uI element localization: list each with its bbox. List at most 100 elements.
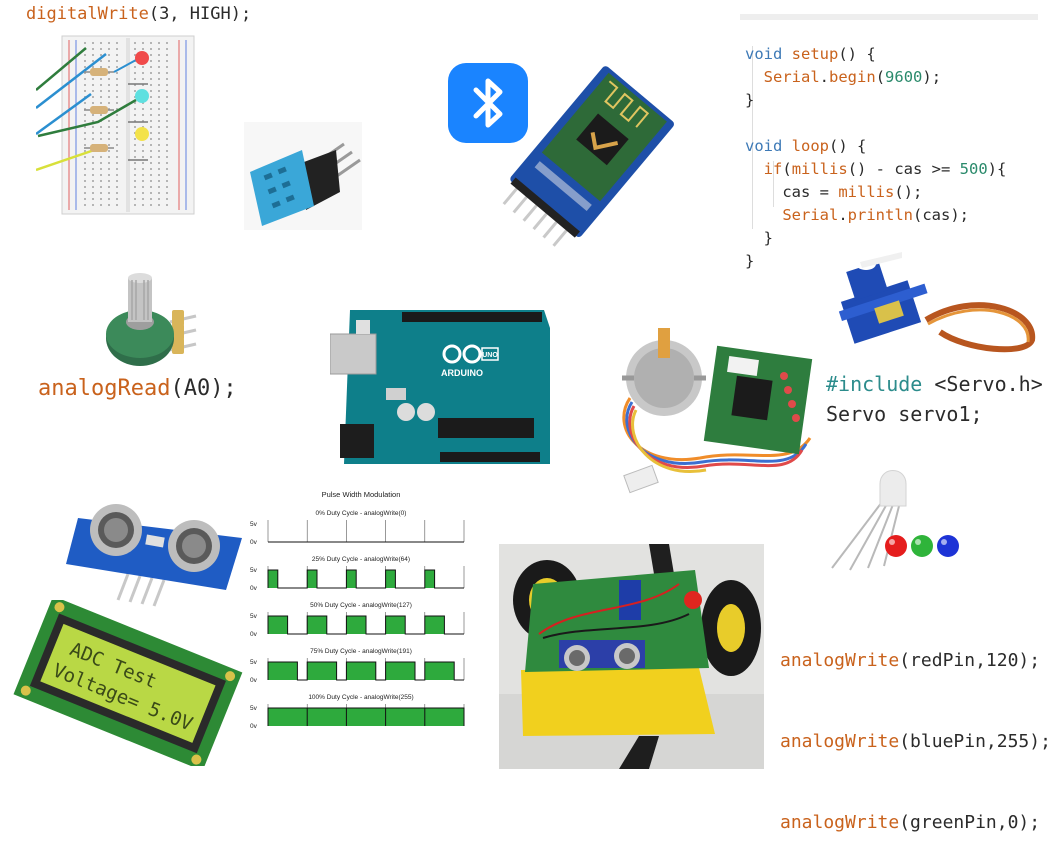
pwm-low-label: 0v	[250, 539, 258, 546]
code-function: millis	[838, 183, 895, 201]
pwm-pulse	[307, 616, 327, 634]
snippet-args: (A0);	[170, 376, 237, 401]
pwm-pulse	[268, 708, 308, 726]
snippet-function: analogWrite	[780, 812, 900, 833]
potentiometer-image	[106, 273, 197, 366]
code-object: Serial	[782, 206, 839, 224]
pwm-pulse	[385, 616, 406, 634]
include-arg: <Servo.h>	[922, 372, 1043, 396]
code-scrollbar	[740, 14, 1038, 20]
analog-write-line: analogWrite(bluePin,255);	[780, 728, 1051, 755]
pwm-waveform	[267, 707, 465, 726]
code-indent	[745, 206, 782, 224]
code-function: begin	[829, 68, 876, 86]
snippet-args: (greenPin,0);	[899, 812, 1041, 833]
code-text: .	[819, 68, 830, 86]
breadboard-image	[36, 35, 195, 215]
pwm-high-label: 5v	[250, 705, 258, 712]
pwm-pulse	[346, 570, 357, 588]
pwm-pulse	[424, 708, 464, 726]
pwm-pulse	[346, 662, 376, 680]
servo-motor-image	[838, 252, 1036, 353]
pwm-low-label: 0v	[250, 631, 258, 638]
pwm-row-label: 50% Duty Cycle - analogWrite(127)	[310, 602, 412, 609]
pwm-pulse	[385, 708, 425, 726]
dht11-sensor-image	[244, 122, 362, 230]
analog-read-snippet: analogRead(A0);	[38, 376, 237, 401]
code-line: if(millis() - cas >= 500){	[745, 158, 1007, 181]
snippet-function: analogRead	[38, 376, 171, 401]
analog-write-snippet: analogWrite(redPin,120); analogWrite(blu…	[780, 593, 1051, 863]
code-line: Serial.println(cas);	[745, 204, 1006, 227]
code-text: ){	[987, 160, 1007, 178]
pwm-pulse	[268, 616, 288, 634]
code-line: ​	[745, 112, 1006, 135]
board-brand-label: ARDUINO	[441, 368, 483, 378]
code-indent	[745, 229, 764, 247]
snippet-function: digitalWrite	[26, 4, 149, 24]
code-indent	[745, 160, 764, 178]
code-line: }	[745, 91, 755, 109]
code-text: (	[875, 68, 886, 86]
pwm-pulse	[346, 708, 386, 726]
lcd-display-image: ADC Test Voltage= 5.0V	[13, 600, 243, 766]
code-text: ();	[894, 183, 923, 201]
snippet-function: analogWrite	[780, 731, 900, 752]
pwm-pulse	[385, 662, 415, 680]
indent-guide	[773, 161, 774, 207]
pwm-row-label: 100% Duty Cycle - analogWrite(255)	[308, 694, 413, 701]
hc05-module-image	[502, 66, 674, 247]
pwm-row-label: 0% Duty Cycle - analogWrite(0)	[316, 510, 407, 517]
code-block: void setup() { Serial.begin(9600);}​void…	[745, 20, 1006, 296]
snippet-function: analogWrite	[780, 650, 900, 671]
code-keyword: void	[745, 137, 792, 155]
code-line: void loop() {	[745, 135, 1006, 158]
pwm-low-label: 0v	[250, 677, 258, 684]
code-function: millis	[791, 160, 848, 178]
servo-declaration: Servo servo1;	[826, 402, 983, 426]
pwm-waveform	[267, 569, 464, 589]
pwm-pulse	[307, 708, 347, 726]
code-line: Serial.begin(9600);	[745, 66, 1006, 89]
board-model-label: UNO	[482, 352, 498, 359]
code-line: void setup() {	[745, 43, 1006, 66]
analog-write-line: analogWrite(greenPin,0);	[780, 809, 1051, 836]
ultrasonic-sensor-image	[66, 504, 242, 607]
pwm-high-label: 5v	[250, 567, 258, 574]
code-text: .	[838, 206, 848, 224]
snippet-args: (bluePin,255);	[899, 731, 1051, 752]
pwm-pulse	[268, 662, 298, 680]
pwm-high-label: 5v	[250, 613, 258, 620]
code-number: 500	[959, 160, 988, 178]
code-text: (	[782, 160, 792, 178]
pwm-row-label: 75% Duty Cycle - analogWrite(191)	[310, 648, 412, 655]
snippet-args: (3, HIGH);	[148, 4, 252, 24]
code-function: loop	[791, 137, 829, 155]
pwm-pulse	[307, 662, 337, 680]
include-keyword: #include	[826, 372, 923, 396]
pwm-chart-title: Pulse Width Modulation	[322, 490, 401, 499]
pwm-pulse	[268, 570, 278, 588]
analog-write-line: analogWrite(redPin,120);	[780, 647, 1051, 674]
pwm-chart: Pulse Width Modulation 0% Duty Cycle - a…	[250, 490, 465, 730]
code-text: }	[763, 229, 774, 247]
robot-car-image	[499, 544, 764, 769]
pwm-pulse	[424, 662, 455, 680]
code-text: (cas);	[913, 206, 969, 224]
pwm-high-label: 5v	[250, 521, 258, 528]
code-keyword: if	[763, 160, 783, 178]
pwm-pulse	[424, 570, 435, 588]
servo-snippet: #include <Servo.h> Servo servo1;	[826, 369, 1043, 429]
stepper-motor-image	[622, 328, 813, 494]
code-indent	[745, 68, 764, 86]
pwm-low-label: 0v	[250, 585, 258, 592]
code-text: () - cas >=	[847, 160, 960, 178]
digital-write-snippet: digitalWrite(3, HIGH);	[26, 4, 251, 24]
pwm-high-label: 5v	[250, 659, 258, 666]
code-indent	[745, 183, 782, 201]
code-line: }	[745, 227, 1006, 250]
code-text: () {	[829, 137, 867, 155]
code-line: cas = millis();	[745, 181, 1006, 204]
code-text: );	[922, 68, 942, 86]
snippet-args: (redPin,120);	[899, 650, 1041, 671]
